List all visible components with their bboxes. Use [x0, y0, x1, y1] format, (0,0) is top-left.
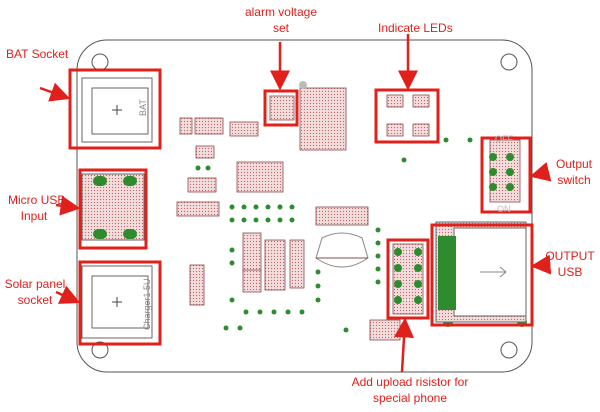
label-output-usb-line2: USB	[557, 265, 583, 279]
label-output-usb: OUTPUT USB	[544, 248, 596, 280]
mount-hole	[500, 341, 518, 359]
annotation-arrows	[39, 34, 552, 373]
label-output-switch-line1: Output	[555, 157, 593, 171]
silk-charger: Charger1 5U	[142, 278, 152, 330]
micro-usb-input	[81, 173, 145, 241]
bat-socket-highlight	[68, 68, 162, 150]
components	[176, 87, 521, 341]
label-output-usb-line1: OUTPUT	[545, 249, 595, 263]
label-alarm-voltage: alarm voltage set	[236, 4, 326, 36]
mount-hole	[500, 53, 518, 71]
output-usb-highlight	[430, 223, 534, 327]
mount-hole	[91, 341, 109, 359]
label-solar-socket: Solar panel socket	[2, 276, 68, 308]
label-indicate-leds: Indicate LEDs	[378, 21, 453, 35]
label-bat-socket: BAT Socket	[6, 47, 69, 61]
output-switch	[489, 153, 514, 191]
test-point	[299, 81, 307, 89]
solar-socket	[81, 265, 153, 339]
bat-socket	[81, 77, 153, 143]
label-upload-resistor: Add upload risistor for special phone	[340, 374, 480, 406]
label-solar-line2: socket	[17, 293, 53, 307]
silk-on: ON	[497, 204, 511, 214]
inductor	[315, 232, 369, 268]
label-alarm-line1: alarm voltage	[244, 5, 318, 19]
label-output-switch-line2: switch	[557, 173, 591, 187]
label-solar-line1: Solar panel	[4, 277, 66, 291]
label-upload-line1: Add upload risistor for	[351, 375, 469, 389]
silk-bat: BAT	[138, 99, 148, 116]
label-output-switch: Output switch	[548, 156, 600, 188]
alarm-voltage-highlight	[263, 89, 299, 127]
label-micro-usb: Micro USB Input	[8, 192, 66, 224]
label-alarm-line2: set	[272, 21, 289, 35]
vias	[195, 137, 527, 333]
upload-resistor-header	[392, 243, 424, 315]
label-micro-usb-line2: Input	[20, 209, 48, 223]
silk-off: OFF	[495, 134, 513, 144]
output-usb	[435, 221, 527, 323]
label-micro-usb-line1: Micro USB	[8, 193, 66, 207]
label-upload-line2: special phone	[372, 391, 448, 405]
